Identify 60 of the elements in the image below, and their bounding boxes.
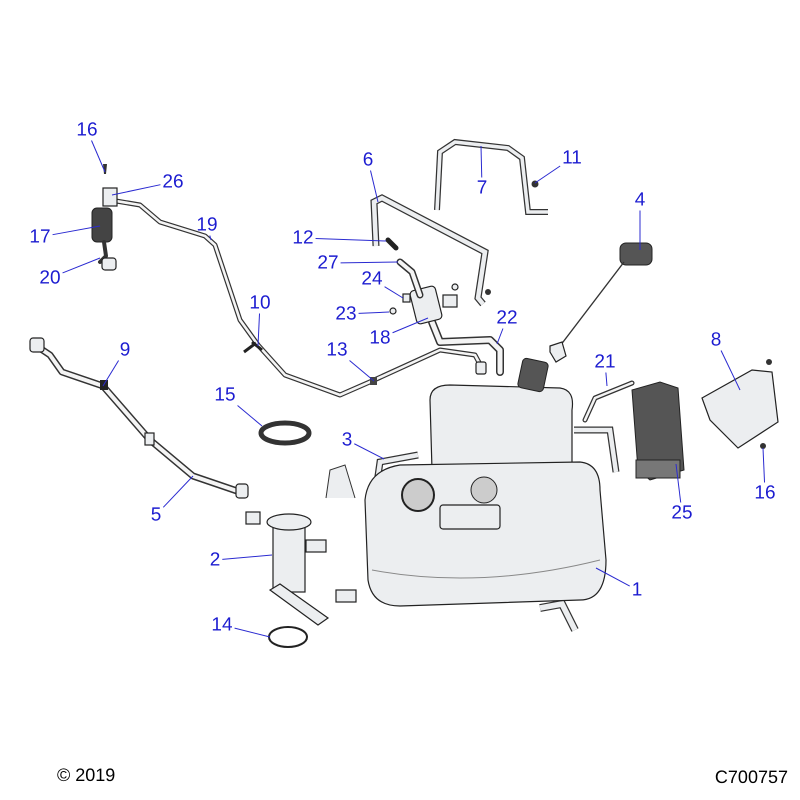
clamp [389,307,397,315]
leader-line [480,146,482,178]
callout-number: 7 [476,178,488,198]
clip [402,293,411,303]
leader-line [315,238,386,242]
hose [396,258,424,298]
leader-line [392,318,428,334]
callout-number: 22 [496,308,518,328]
leader-line [258,313,260,346]
callout-number: 10 [249,294,271,312]
callout-number: 26 [162,172,184,192]
callout-number: 27 [317,254,339,272]
leader-line [720,350,740,390]
callout-number: 5 [150,506,162,524]
leader-line [596,568,630,587]
leader-line [209,235,212,240]
callout-number: 25 [671,504,693,522]
callout-number: 19 [196,216,218,234]
leader-line [91,140,106,172]
callout-number: 24 [361,270,383,288]
leader-line [676,464,682,503]
leader-line [222,554,272,560]
leader-line [52,226,100,236]
copyright-note: © 2019 [57,766,116,784]
leader-line [162,476,194,508]
leader-line [340,262,398,264]
callout-number: 9 [120,340,130,360]
callout-number: 12 [292,228,314,248]
callout-number: 8 [710,330,722,350]
callout-number: 18 [369,328,391,348]
callout-number: 15 [214,386,236,404]
leader-line [762,448,766,483]
leader-line [112,184,161,196]
callout-number: 3 [342,430,352,450]
leader-line [384,286,404,298]
leader-line [534,166,561,184]
callout-number: 11 [562,148,582,168]
callout-number: 21 [594,352,616,372]
callout-number: 4 [634,190,646,210]
leader-line [370,170,378,202]
callout-number: 17 [29,228,51,246]
callout-number: 13 [326,340,348,360]
leader-line [358,312,390,314]
callout-number: 2 [210,550,220,570]
callout-number: 23 [335,304,357,324]
drawing-number: C700757 [714,768,788,786]
leader-line [62,258,100,274]
callout-number: 20 [39,268,61,288]
leader-line [605,372,608,386]
leader-line [102,360,120,386]
callout-number: 14 [211,616,233,634]
leader-line [237,405,262,426]
callout-number: 1 [632,580,642,600]
leader-line [349,360,374,382]
callout-number: 16 [76,120,98,140]
callout-number: 16 [754,484,776,502]
callout-number: 6 [362,150,374,170]
leader-line [354,443,384,460]
leader-line [234,628,270,638]
leader-line [496,328,504,344]
